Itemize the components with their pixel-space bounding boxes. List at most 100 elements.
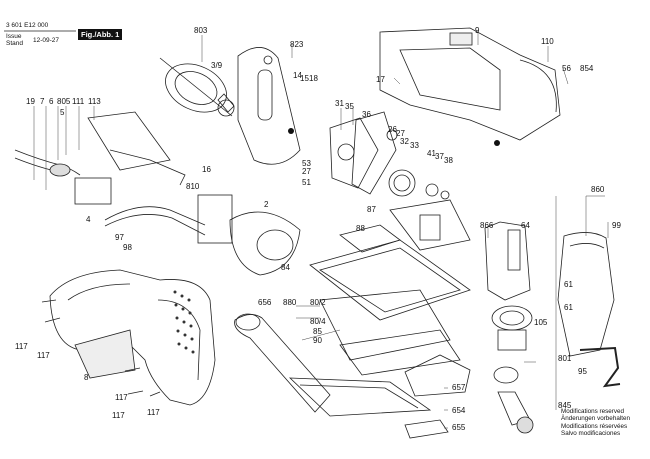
callout-38: 38 <box>444 156 453 165</box>
label-plate <box>74 329 136 379</box>
callout-117-c: 117 <box>115 393 128 402</box>
callout-657: 657 <box>452 383 466 392</box>
callout-9: 9 <box>475 26 480 35</box>
callout-4: 4 <box>86 215 91 224</box>
callout-17: 17 <box>376 75 385 84</box>
callout-31: 31 <box>335 99 344 108</box>
callout-113: 113 <box>88 97 101 106</box>
callout-14: 14 <box>293 71 302 80</box>
modifications-notice: Modifications reserved Änderungen vorbeh… <box>561 408 630 438</box>
callout-85: 85 <box>313 327 322 336</box>
callout-654: 654 <box>452 406 466 415</box>
footer-line-de: Änderungen vorbehalten <box>561 415 630 423</box>
gear-plate-31 <box>329 117 379 189</box>
callout-3-9: 3/9 <box>211 61 223 70</box>
callout-90: 90 <box>313 336 322 345</box>
callout-6: 6 <box>49 97 54 106</box>
brush-holder <box>197 194 233 244</box>
callout-810: 810 <box>186 182 200 191</box>
gear-41 <box>388 169 416 197</box>
callout-80-4: 80/4 <box>310 317 326 326</box>
callout-117-d: 117 <box>147 408 160 417</box>
switch-plate <box>87 111 171 171</box>
callout-854: 854 <box>580 64 594 73</box>
callout-64: 64 <box>521 221 530 230</box>
callout-111: 111 <box>72 97 85 106</box>
handle-housing <box>49 269 216 406</box>
suction-adapter <box>234 314 331 413</box>
base-plate-84 <box>309 239 471 321</box>
base-plate-880 <box>319 289 451 361</box>
callout-56: 56 <box>562 64 571 73</box>
callout-33: 33 <box>410 141 419 150</box>
callout-61: 61 <box>564 280 573 289</box>
callout-53: 53 <box>302 159 311 168</box>
footer-line-fr: Modifications réservées <box>561 422 628 430</box>
leader-lines <box>33 32 609 429</box>
callout-5: 5 <box>60 108 65 117</box>
footer-line-en: Modifications reserved <box>561 408 624 415</box>
stroke-rod-assembly <box>484 221 531 301</box>
footer-line-es: Salvo modificaciones <box>561 430 621 438</box>
callout-805: 805 <box>57 97 71 106</box>
callout-7: 7 <box>40 97 45 106</box>
callout-26: 26 <box>388 125 397 134</box>
callout-27: 27 <box>396 129 405 138</box>
header-issue-label: Issue <box>6 33 22 40</box>
callout-117-e: 117 <box>112 411 125 420</box>
callout-80-2: 80/2 <box>310 298 326 307</box>
marker-dot-2 <box>494 140 500 146</box>
shoe-654 <box>288 377 432 417</box>
callout-41: 41 <box>427 149 436 158</box>
callout-19: 19 <box>26 97 35 106</box>
callout-95: 95 <box>578 367 587 376</box>
callout-15: 15 <box>300 74 309 83</box>
callout-866: 866 <box>480 221 494 230</box>
housing-shell <box>379 27 561 141</box>
blade-clip-wire <box>579 346 621 388</box>
chip-guard <box>404 354 471 397</box>
roller-105 <box>491 305 533 331</box>
switch-block <box>74 177 112 205</box>
callout-117-b: 117 <box>37 351 50 360</box>
header-part-number: 3 601 E12 000 <box>6 22 49 29</box>
foot-clip <box>404 419 449 439</box>
callout-823: 823 <box>290 40 304 49</box>
armature-part <box>159 57 235 117</box>
callout-36: 36 <box>362 110 371 119</box>
callout-87: 87 <box>367 205 376 214</box>
callout-88: 88 <box>356 224 365 233</box>
callout-117-a: 117 <box>15 342 28 351</box>
callout-99: 99 <box>612 221 621 230</box>
gear-plate-36 <box>351 111 397 195</box>
callout-16: 16 <box>202 165 211 174</box>
callout-845: 845 <box>558 401 572 410</box>
figure-label: Fig./Abb. 1 <box>78 29 123 40</box>
callout-860: 860 <box>591 185 605 194</box>
callout-803: 803 <box>194 26 208 35</box>
callout-84: 84 <box>281 263 290 272</box>
callout-8: 8 <box>84 373 89 382</box>
callout-32: 32 <box>400 137 409 146</box>
callout-61b: 61 <box>564 303 573 312</box>
callout-35: 35 <box>345 102 354 111</box>
motor-housing-half <box>237 47 301 165</box>
callout-655: 655 <box>452 423 466 432</box>
callout-105: 105 <box>534 318 548 327</box>
header-date: 12-09-27 <box>33 37 60 44</box>
callout-656: 656 <box>258 298 272 307</box>
marker-dot-1 <box>288 128 294 134</box>
callout-801: 801 <box>558 354 572 363</box>
callout-27b: 27 <box>302 167 311 176</box>
pendulum-guide <box>389 199 471 251</box>
callout-2: 2 <box>264 200 269 209</box>
callout-18: 18 <box>309 74 318 83</box>
callout-97: 97 <box>115 233 124 242</box>
header-stand-label: Stand <box>6 40 23 47</box>
callout-51: 51 <box>302 178 311 187</box>
screws-117 <box>41 299 161 397</box>
housing-cover <box>557 232 615 357</box>
callout-37: 37 <box>435 152 444 161</box>
